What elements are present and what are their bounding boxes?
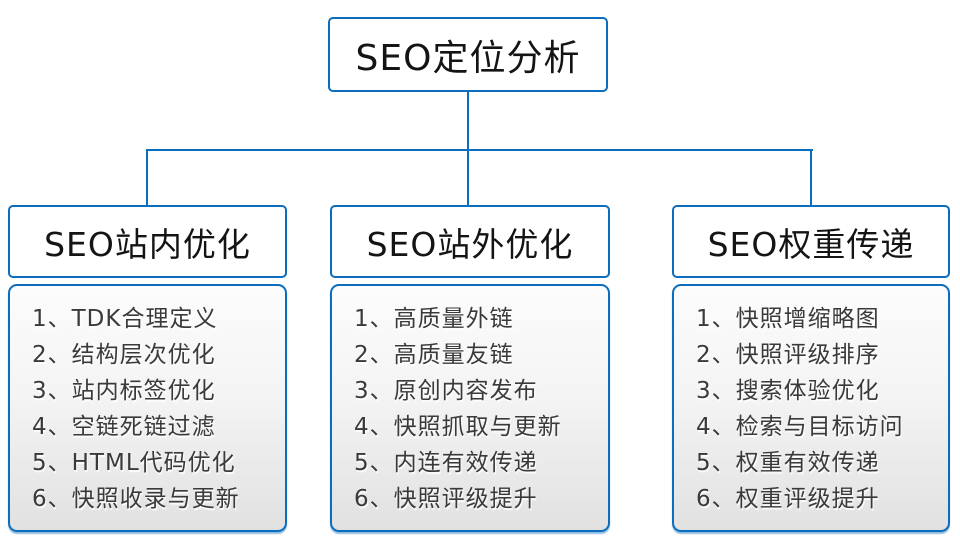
list-item: 6、快照收录与更新 — [32, 486, 240, 512]
column-list-weight: 1、快照增缩略图 2、快照评级排序 3、搜索体验优化 4、检索与目标访问 5、权… — [672, 284, 950, 532]
list-item: 6、权重评级提升 — [696, 486, 880, 512]
list-item: 4、快照抓取与更新 — [354, 414, 562, 440]
connector-right-drop — [810, 149, 812, 207]
column-header-label: SEO权重传递 — [707, 224, 915, 264]
list-item: 1、高质量外链 — [354, 306, 514, 332]
list-item: 5、权重有效传递 — [696, 450, 880, 476]
column-list-offsite: 1、高质量外链 2、高质量友链 3、原创内容发布 4、快照抓取与更新 5、内连有… — [330, 284, 610, 532]
list-item: 4、检索与目标访问 — [696, 414, 904, 440]
column-header-label: SEO站外优化 — [366, 224, 574, 264]
root-node: SEO定位分析 — [328, 17, 608, 92]
connector-root-drop — [467, 90, 469, 150]
root-node-label: SEO定位分析 — [355, 37, 581, 79]
list-item: 5、HTML代码优化 — [32, 450, 236, 476]
list-item: 4、空链死链过滤 — [32, 414, 216, 440]
list-item: 3、原创内容发布 — [354, 378, 538, 404]
list-item: 1、TDK合理定义 — [32, 306, 218, 332]
connector-left-drop — [146, 149, 148, 207]
connector-middle-drop — [467, 149, 469, 207]
list-item: 2、结构层次优化 — [32, 342, 216, 368]
column-header-onsite: SEO站内优化 — [8, 205, 287, 278]
list-item: 2、快照评级排序 — [696, 342, 880, 368]
list-item: 5、内连有效传递 — [354, 450, 538, 476]
column-header-offsite: SEO站外优化 — [330, 205, 610, 278]
column-list-onsite: 1、TDK合理定义 2、结构层次优化 3、站内标签优化 4、空链死链过滤 5、H… — [8, 284, 287, 532]
column-header-weight: SEO权重传递 — [672, 205, 950, 278]
connector-horizontal — [146, 149, 813, 151]
list-item: 3、站内标签优化 — [32, 378, 216, 404]
list-item: 3、搜索体验优化 — [696, 378, 880, 404]
list-item: 6、快照评级提升 — [354, 486, 538, 512]
list-item: 1、快照增缩略图 — [696, 306, 880, 332]
list-item: 2、高质量友链 — [354, 342, 514, 368]
column-header-label: SEO站内优化 — [44, 224, 251, 264]
